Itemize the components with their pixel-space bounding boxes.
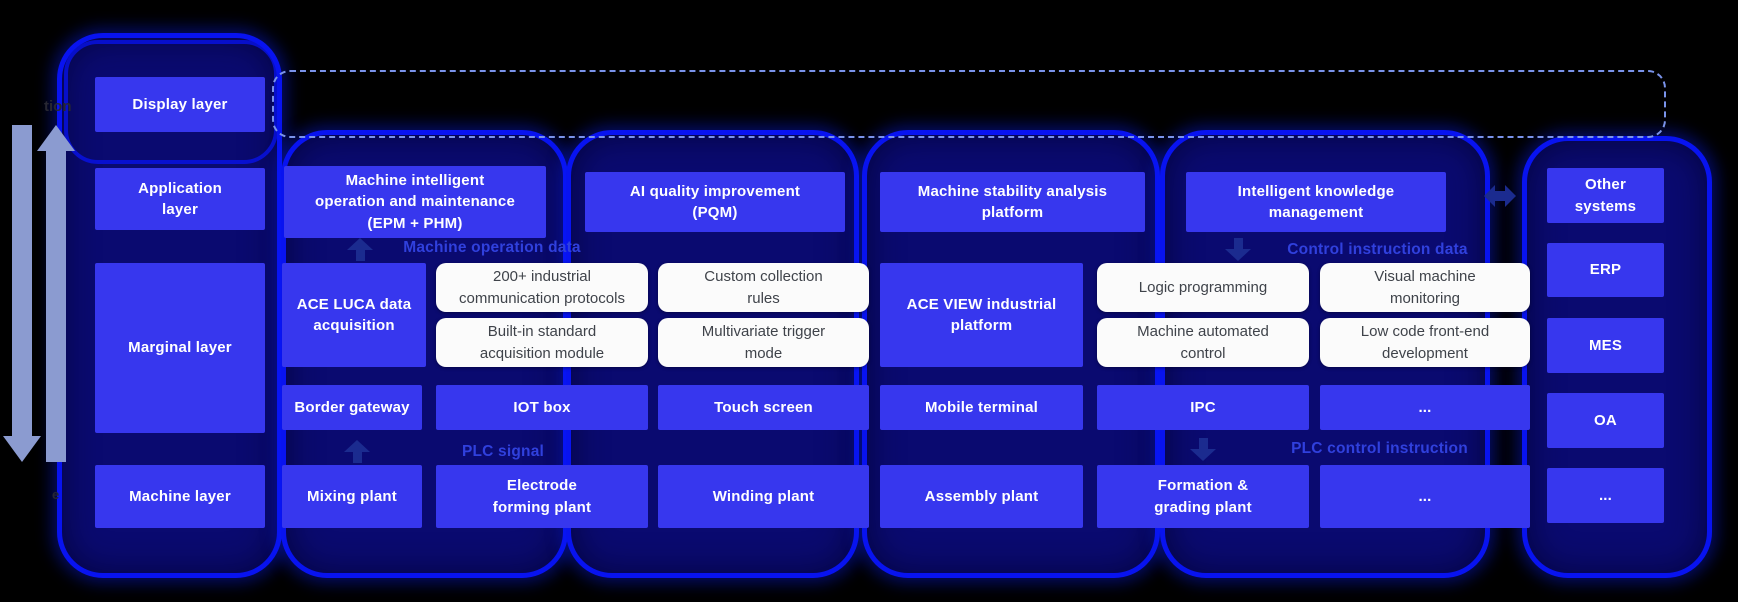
feature-automated-control: Machine automated control <box>1097 318 1309 367</box>
plant-more: ... <box>1320 465 1530 528</box>
feature-protocols: 200+ industrial communication protocols <box>436 263 648 312</box>
display-layer-capsule-outline <box>64 40 278 164</box>
epm-phm-box: Machine intelligent operation and mainte… <box>284 166 546 238</box>
plant-electrode-forming: Electrode forming plant <box>436 465 648 528</box>
feature-multivariate: Multivariate trigger mode <box>658 318 869 367</box>
feature-builtin-module: Built-in standard acquisition module <box>436 318 648 367</box>
ace-luca-box: ACE LUCA data acquisition <box>282 263 426 367</box>
ace-view-box: ACE VIEW industrial platform <box>880 263 1083 367</box>
feature-low-code: Low code front-end development <box>1320 318 1530 367</box>
system-mes: MES <box>1547 318 1664 373</box>
application-layer-box: Application layer <box>95 168 265 230</box>
plc-control-instruction-label: PLC control instruction <box>1291 440 1468 457</box>
device-border-gateway: Border gateway <box>282 385 422 430</box>
plant-assembly: Assembly plant <box>880 465 1083 528</box>
system-erp: ERP <box>1547 243 1664 297</box>
device-touch-screen: Touch screen <box>658 385 869 430</box>
down-arrow-icon <box>1190 438 1216 461</box>
device-ipc: IPC <box>1097 385 1309 430</box>
system-more: ... <box>1547 468 1664 523</box>
up-arrow-icon <box>344 440 370 463</box>
plant-mixing: Mixing plant <box>282 465 422 528</box>
clipped-text-fragment-top: tion <box>44 98 72 115</box>
instruction-up-arrow-icon <box>37 125 75 151</box>
display-layer-box: Display layer <box>95 77 265 132</box>
marginal-layer-box: Marginal layer <box>95 263 265 433</box>
control-instruction-data-label: Control instruction data <box>1287 241 1468 258</box>
machine-operation-data-label: Machine operation data <box>403 239 581 256</box>
knowledge-management-box: Intelligent knowledge management <box>1186 172 1446 232</box>
ai-quality-pqm-box: AI quality improvement (PQM) <box>585 172 845 232</box>
instruction-up-arrow-shaft <box>46 150 66 462</box>
feature-logic-programming: Logic programming <box>1097 263 1309 312</box>
device-more: ... <box>1320 385 1530 430</box>
machine-layer-box: Machine layer <box>95 465 265 528</box>
clipped-text-fragment-bottom: e <box>52 487 60 502</box>
device-mobile-terminal: Mobile terminal <box>880 385 1083 430</box>
data-down-arrow-icon <box>3 436 41 462</box>
up-arrow-icon <box>347 238 373 261</box>
display-layer-dashed-span <box>272 70 1666 138</box>
down-arrow-icon <box>1225 238 1251 261</box>
other-systems-box: Other systems <box>1547 168 1664 223</box>
bidirectional-arrow-icon <box>1484 185 1516 207</box>
feature-custom-rules: Custom collection rules <box>658 263 869 312</box>
stability-platform-box: Machine stability analysis platform <box>880 172 1145 232</box>
plant-formation-grading: Formation & grading plant <box>1097 465 1309 528</box>
device-iot-box: IOT box <box>436 385 648 430</box>
plc-signal-label: PLC signal <box>461 443 545 460</box>
feature-visual-monitoring: Visual machine monitoring <box>1320 263 1530 312</box>
plant-winding: Winding plant <box>658 465 869 528</box>
system-oa: OA <box>1547 393 1664 448</box>
data-down-arrow-shaft <box>12 125 32 437</box>
